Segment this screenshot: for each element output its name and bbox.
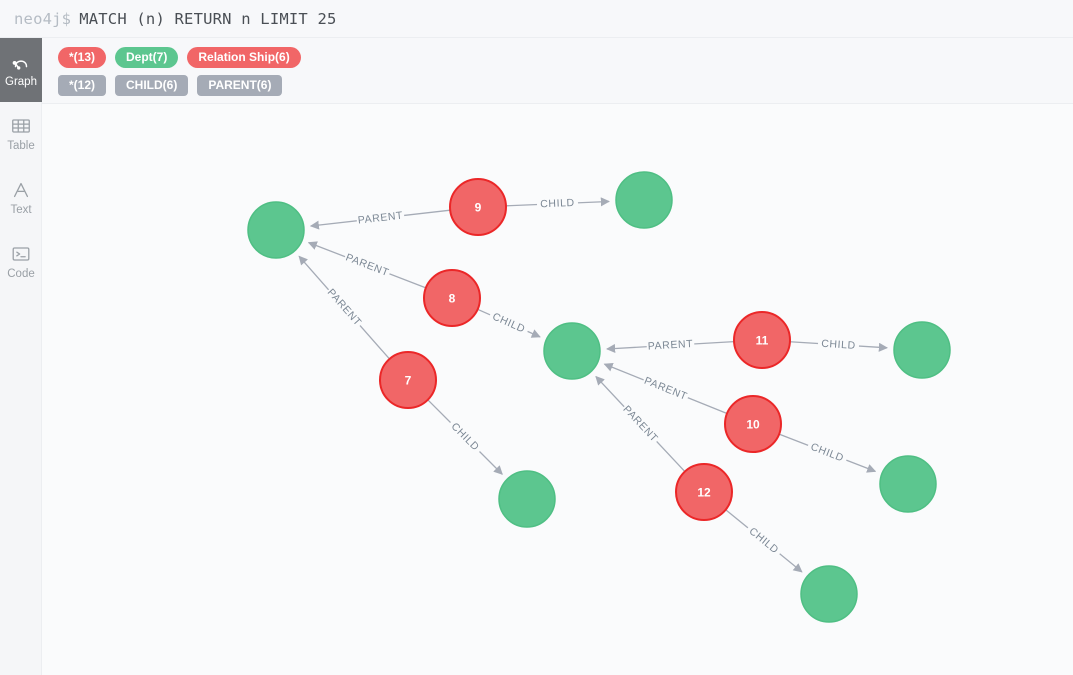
graph-node[interactable] xyxy=(800,565,858,623)
relationship-label-backdrop xyxy=(356,209,405,227)
relationship-label: CHILD xyxy=(540,197,575,210)
graph-svg: PARENT CHILD PARENT CHILD PARENT CHILD PARENT C… xyxy=(247,171,951,623)
relationship-label-backdrop xyxy=(446,418,484,456)
node-circle[interactable] xyxy=(615,171,673,229)
table-icon xyxy=(10,115,32,137)
legend-relationship-types: *(12) CHILD(6) PARENT(6) xyxy=(58,74,1073,96)
node-circle[interactable] xyxy=(675,463,733,521)
graph-node[interactable]: 10 xyxy=(724,395,782,453)
relationship-label-backdrop xyxy=(536,196,579,211)
code-icon xyxy=(10,243,32,265)
graph-node[interactable]: 12 xyxy=(675,463,733,521)
graph-node[interactable]: 8 xyxy=(423,269,481,327)
relationship-label: CHILD xyxy=(821,338,856,352)
query-bar[interactable]: neo4j$ MATCH (n) RETURN n LIMIT 25 xyxy=(0,0,1073,38)
node-caption: 12 xyxy=(697,486,711,500)
graph-node[interactable] xyxy=(498,470,556,528)
graph-node[interactable]: 9 xyxy=(449,178,507,236)
graph-icon xyxy=(10,51,32,73)
relationship-label: PARENT xyxy=(325,287,364,329)
sidebar-item-table[interactable]: Table xyxy=(0,102,42,166)
node-caption: 11 xyxy=(756,334,769,348)
legend-node-labels: *(13) Dept(7) Relation Ship(6) xyxy=(58,46,1073,68)
relationship-label: CHILD xyxy=(491,311,527,336)
relationship-label: CHILD xyxy=(449,421,482,454)
sidebar-item-text[interactable]: Text xyxy=(0,166,42,230)
node-circle[interactable] xyxy=(247,201,305,259)
relationship-label-backdrop xyxy=(619,402,662,446)
sidebar-item-label: Code xyxy=(7,268,35,281)
legend-rel-pill-2[interactable]: PARENT(6) xyxy=(197,74,283,96)
relationship-label-backdrop xyxy=(342,251,392,280)
sidebar-item-code[interactable]: Code xyxy=(0,230,42,294)
sidebar-item-label: Graph xyxy=(5,76,37,89)
relationship-label-backdrop xyxy=(805,439,849,466)
relationship-label-backdrop xyxy=(646,337,695,353)
relationship-label: PARENT xyxy=(642,375,689,403)
query-prompt: neo4j$ xyxy=(14,9,72,28)
node-circle[interactable] xyxy=(498,470,556,528)
query-text: MATCH (n) RETURN n LIMIT 25 xyxy=(79,9,337,28)
node-circle[interactable] xyxy=(879,455,937,513)
node-circle[interactable] xyxy=(724,395,782,453)
relationship-label-backdrop xyxy=(487,309,530,337)
relationship-label-backdrop xyxy=(641,374,691,404)
node-circle[interactable] xyxy=(449,178,507,236)
relationship-label-backdrop xyxy=(324,285,365,330)
relationship-label-backdrop xyxy=(817,337,860,353)
node-circle[interactable] xyxy=(733,311,791,369)
graph-node[interactable] xyxy=(247,201,305,259)
node-circle[interactable] xyxy=(893,321,951,379)
legend-node-pill-0[interactable]: *(13) xyxy=(58,46,107,68)
graph-node[interactable] xyxy=(615,171,673,229)
text-icon xyxy=(10,179,32,201)
sidebar-item-label: Table xyxy=(7,140,35,153)
relationship-label: CHILD xyxy=(809,441,846,465)
node-caption: 8 xyxy=(449,292,456,306)
relationship-label: PARENT xyxy=(647,338,693,353)
graph-node[interactable]: 7 xyxy=(379,351,437,409)
node-circle[interactable] xyxy=(543,322,601,380)
legend-rel-pill-1[interactable]: CHILD(6) xyxy=(115,74,189,96)
legend: *(13) Dept(7) Relation Ship(6) *(12) CHILD(… xyxy=(42,38,1073,104)
relationship-label: PARENT xyxy=(344,251,391,279)
node-circle[interactable] xyxy=(800,565,858,623)
node-circle[interactable] xyxy=(379,351,437,409)
relationship-label-backdrop xyxy=(744,523,784,559)
node-caption: 7 xyxy=(405,374,412,388)
graph-visualization-canvas[interactable]: PARENT CHILD PARENT CHILD PARENT CHILD PARENT C… xyxy=(42,104,1073,675)
sidebar-item-graph[interactable]: Graph xyxy=(0,38,42,102)
node-circle[interactable] xyxy=(423,269,481,327)
node-layer: 9 8 7 11 10 12 xyxy=(247,171,951,623)
graph-node[interactable] xyxy=(893,321,951,379)
legend-node-pill-1[interactable]: Dept(7) xyxy=(115,46,179,68)
legend-rel-pill-0[interactable]: *(12) xyxy=(58,74,107,96)
graph-node[interactable] xyxy=(543,322,601,380)
node-caption: 10 xyxy=(746,418,760,432)
graph-node[interactable]: 11 xyxy=(733,311,791,369)
node-caption: 9 xyxy=(475,201,482,215)
sidebar-item-label: Text xyxy=(10,204,32,217)
graph-node[interactable] xyxy=(879,455,937,513)
legend-node-pill-2[interactable]: Relation Ship(6) xyxy=(187,46,301,68)
relationship-label: PARENT xyxy=(357,210,403,227)
relationship-label: PARENT xyxy=(620,403,660,444)
view-mode-sidebar: Graph Table Text xyxy=(0,38,42,675)
relationship-label: CHILD xyxy=(747,525,781,556)
